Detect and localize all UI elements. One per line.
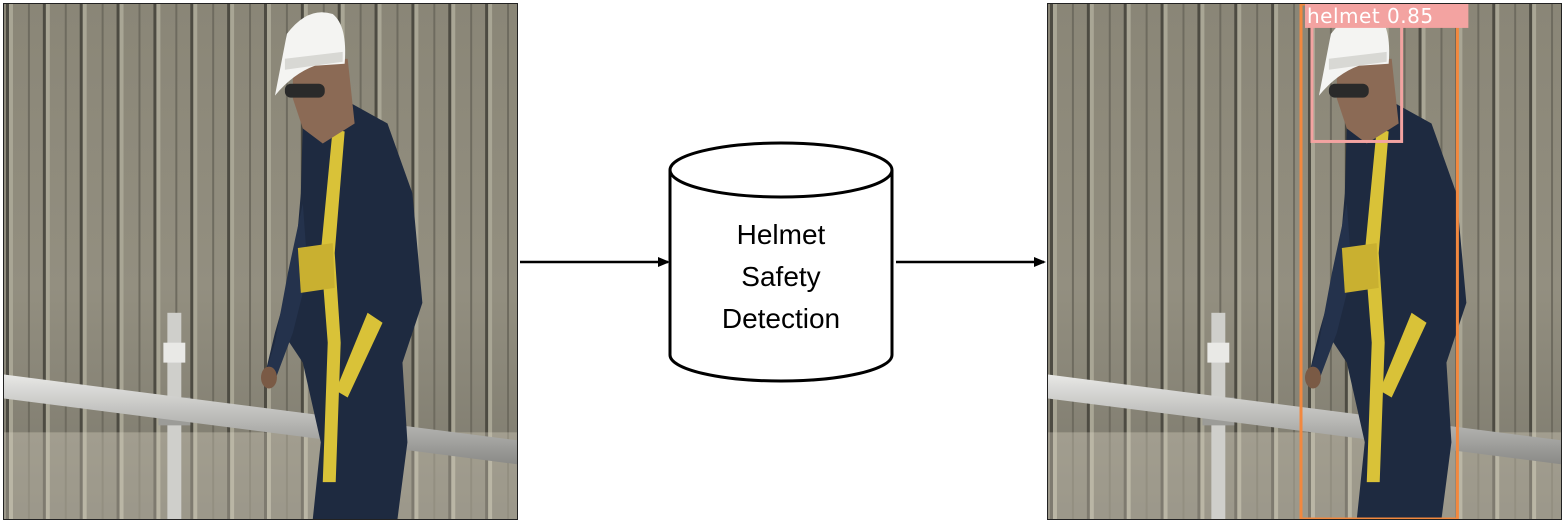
input-photo: [3, 3, 518, 520]
process-label-line-1: Helmet: [736, 219, 826, 250]
output-photo: [1047, 3, 1562, 520]
helmet-detection-label: helmet 0.85: [1303, 5, 1438, 27]
helmet-label-background: [1304, 4, 1469, 28]
process-label-line-3: Detection: [721, 303, 841, 334]
process-label: Helmet Safety Detection: [668, 214, 894, 340]
detection-class: helmet: [1307, 4, 1381, 28]
process-label-line-2: Safety: [741, 261, 821, 292]
worker-photo-detected: [1048, 4, 1561, 519]
detection-score: 0.85: [1387, 4, 1434, 28]
person-bounding-box: [1299, 4, 1459, 519]
database-cylinder: [668, 141, 894, 383]
